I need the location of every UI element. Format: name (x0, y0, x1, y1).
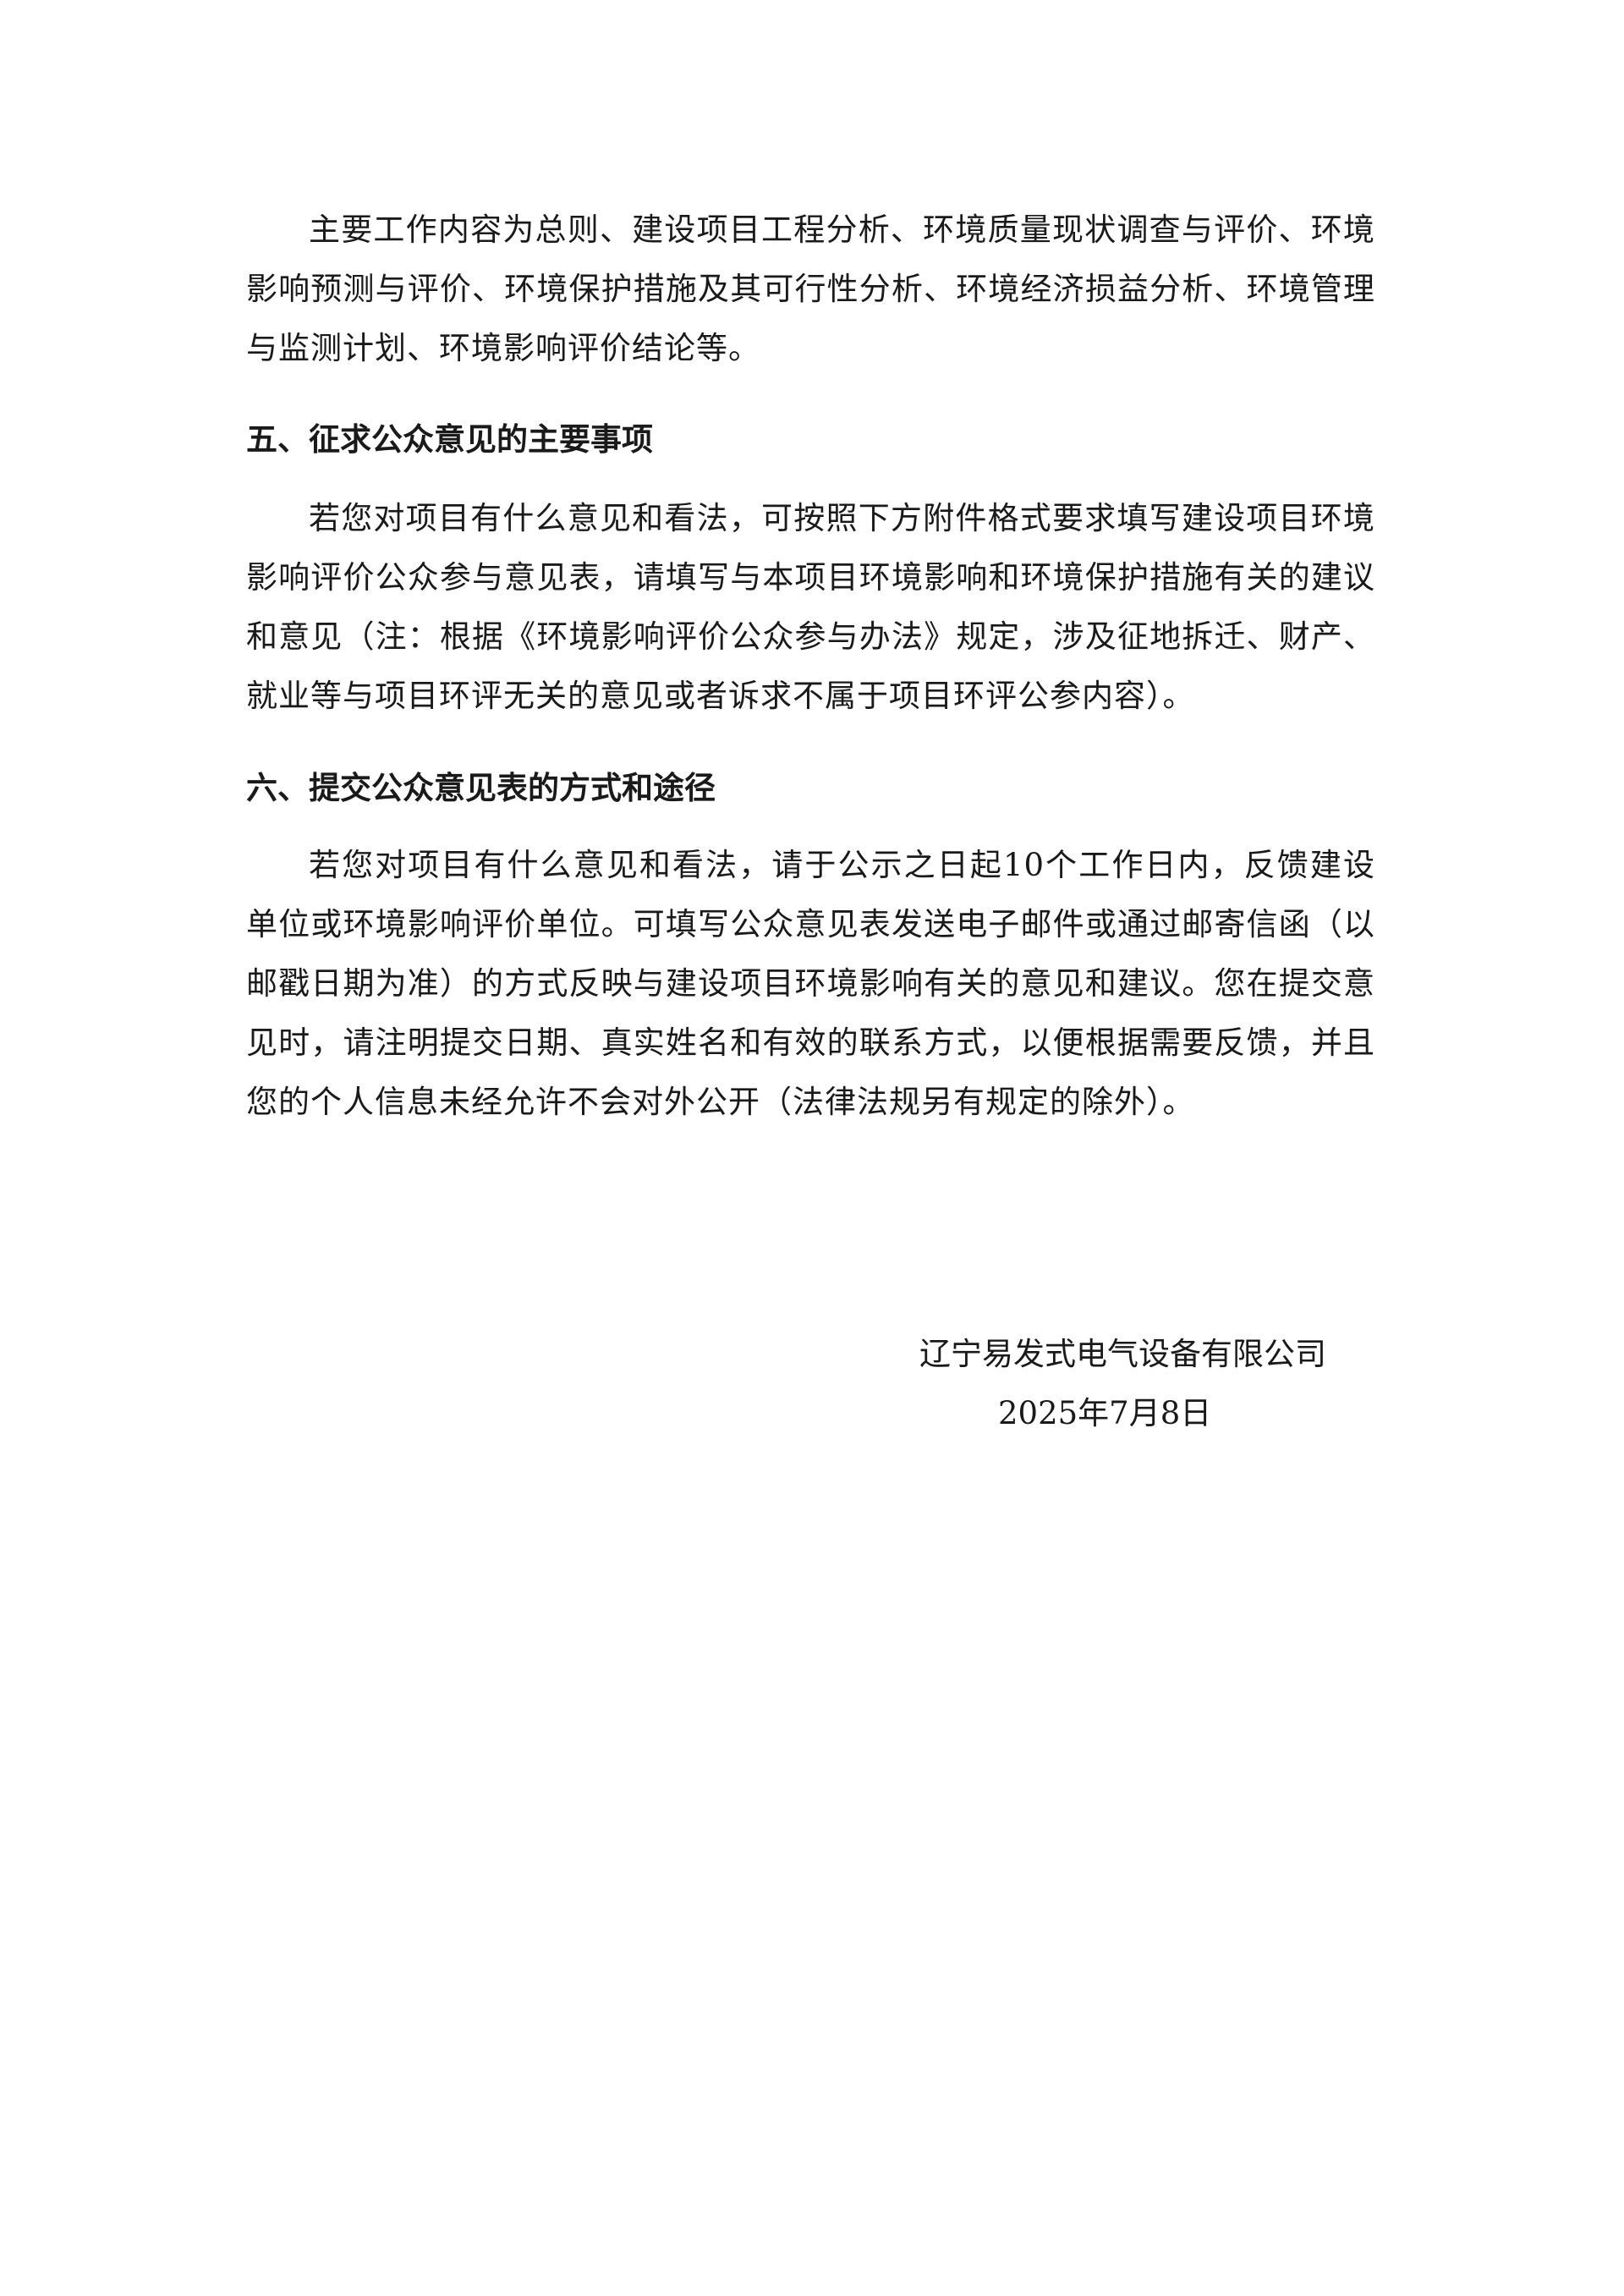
section6-heading: 六、提交公众意见表的方式和途径 (246, 769, 716, 806)
section5-paragraph: 若您对项目有什么意见和看法，可按照下方附件格式要求填写建设项目环境影响评价公众参… (246, 500, 1375, 714)
work-content-paragraph: 主要工作内容为总则、建设项目工程分析、环境质量现状调查与评价、环境影响预测与评价… (246, 211, 1375, 366)
signature-date: 2025年7月8日 (998, 1395, 1212, 1431)
signature-company: 辽宁易发式电气设备有限公司 (919, 1336, 1326, 1372)
section6-paragraph: 若您对项目有什么意见和看法，请于公示之日起10个工作日内，反馈建设单位或环境影响… (246, 847, 1375, 1120)
section5-heading: 五、征求公众意见的主要事项 (246, 420, 653, 458)
